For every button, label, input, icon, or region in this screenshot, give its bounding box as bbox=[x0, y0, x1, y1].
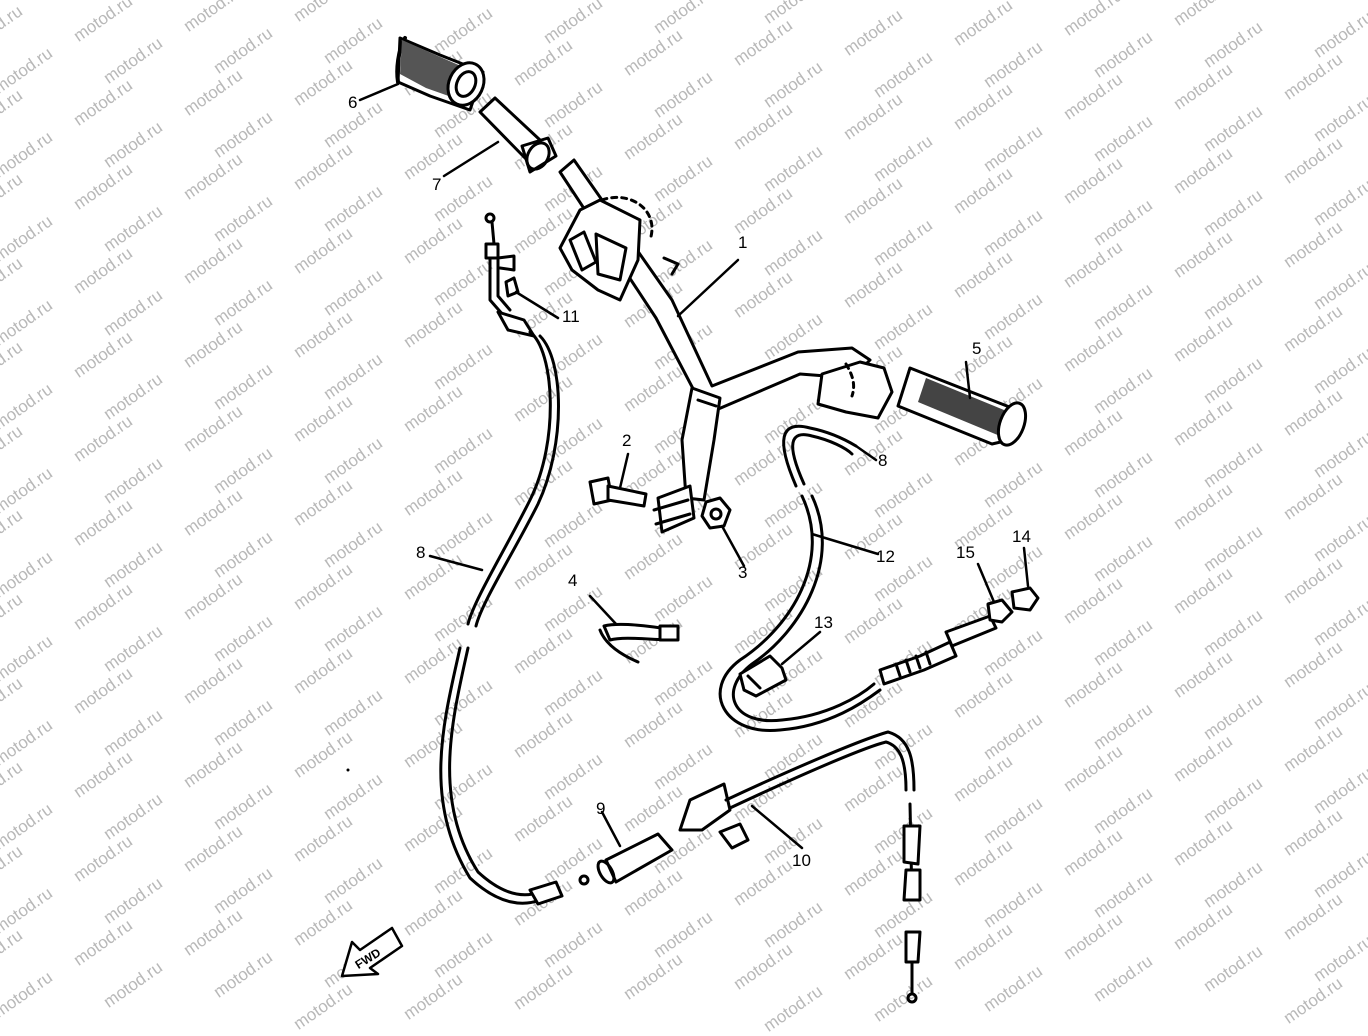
callout-7: 7 bbox=[432, 175, 442, 194]
callout-6: 6 bbox=[348, 93, 358, 112]
cable-clip-part-13 bbox=[738, 654, 788, 698]
stray-dot bbox=[346, 768, 350, 772]
bolt-part-2 bbox=[588, 476, 648, 508]
adjuster-part-15 bbox=[986, 598, 1014, 624]
callout-8: 8 bbox=[416, 543, 426, 562]
callout-5: 5 bbox=[972, 339, 982, 358]
brake-cable-part-10 bbox=[678, 730, 922, 1004]
fwd-direction-arrow: FWD bbox=[340, 926, 404, 978]
callout-2: 2 bbox=[622, 431, 632, 450]
cap-part-14 bbox=[1010, 586, 1040, 612]
callout-8-upper: 8 bbox=[878, 451, 888, 470]
nut-part-3 bbox=[700, 496, 732, 530]
callout-15: 15 bbox=[956, 543, 975, 562]
right-grip-part-5 bbox=[896, 366, 1028, 447]
callout-10: 10 bbox=[792, 851, 811, 870]
callout-12: 12 bbox=[876, 547, 895, 566]
cable-end-part-11 bbox=[484, 212, 536, 338]
callout-3: 3 bbox=[738, 563, 748, 582]
callout-4: 4 bbox=[568, 571, 578, 590]
left-grip-part-6 bbox=[395, 36, 486, 112]
callout-13: 13 bbox=[814, 613, 833, 632]
callout-1: 1 bbox=[738, 233, 748, 252]
throttle-cable-part-8 bbox=[439, 330, 590, 906]
leader-lines bbox=[358, 82, 1030, 850]
sleeve-part-9 bbox=[596, 832, 674, 885]
throttle-tube-part-7 bbox=[478, 96, 558, 174]
cable-band-part-4 bbox=[598, 622, 680, 664]
callout-11: 11 bbox=[562, 307, 580, 326]
callout-9: 9 bbox=[596, 799, 606, 818]
callout-14: 14 bbox=[1012, 527, 1031, 546]
brake-cable-part-12 bbox=[718, 424, 998, 732]
handlebar-part-1 bbox=[558, 158, 894, 534]
